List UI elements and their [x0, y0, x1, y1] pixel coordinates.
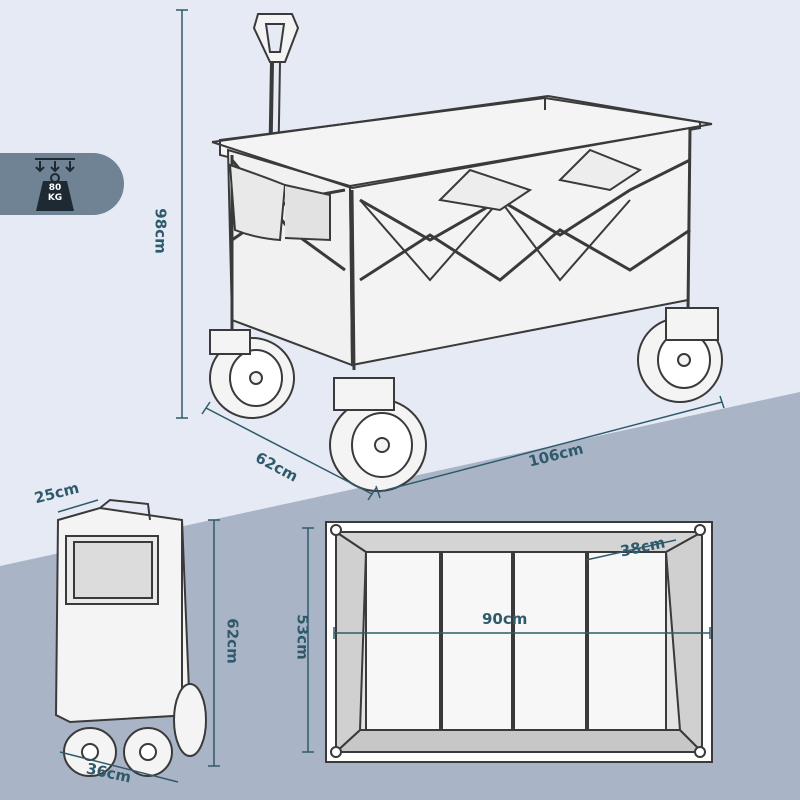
label-interior-width: 53cm: [293, 614, 312, 660]
wagon-wheel-rear-right: [637, 307, 723, 403]
weight-capacity-badge: 80 KG: [0, 153, 124, 215]
weight-unit: KG: [47, 193, 63, 203]
folded-wagon-illustration: [54, 498, 207, 777]
dimension-lines-folded: [57, 499, 220, 783]
dimension-lines-assembled: [176, 9, 725, 501]
weight-value: 80: [48, 183, 62, 193]
wagon-wheel-rear-left: [209, 329, 295, 419]
label-interior-length: 90cm: [482, 610, 528, 628]
weight-capacity-text: 80 KG: [38, 183, 72, 203]
weight-capacity-icon: [35, 158, 75, 211]
label-folded-height: 62cm: [223, 618, 242, 664]
assembled-wagon-illustration: [211, 13, 713, 371]
dimension-lines-floor: [302, 527, 711, 753]
label-assembled-height: 98cm: [151, 208, 170, 254]
floor-mat-illustration: [325, 521, 713, 763]
wagon-wheel-front: [329, 377, 427, 492]
